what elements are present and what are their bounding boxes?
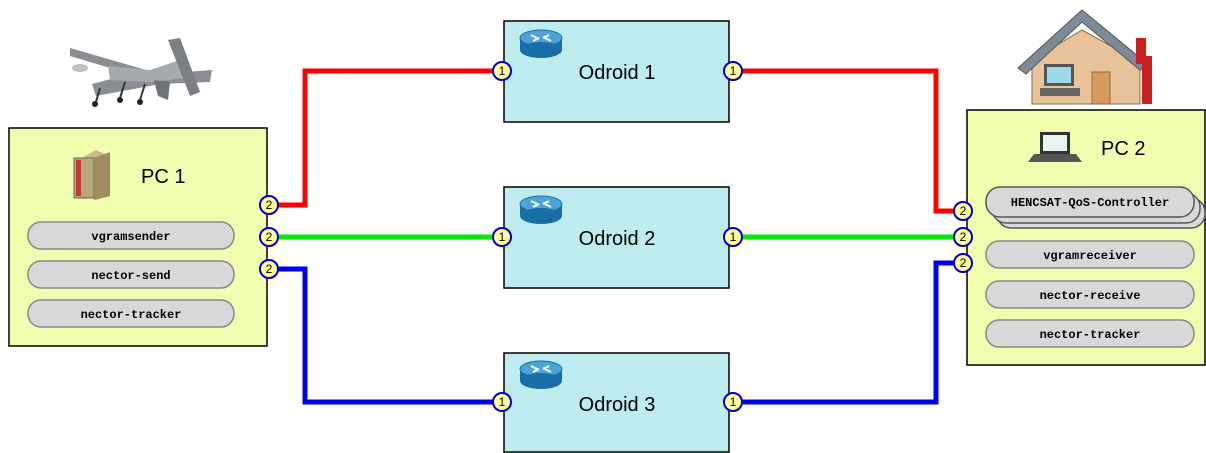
link-red (270, 68, 502, 208)
router-port: 1 (723, 392, 743, 412)
router-odroid-3: Odroid 3 (503, 352, 730, 453)
pc1-app-pill[interactable] (27, 221, 235, 250)
pc2-app-pill[interactable] (985, 280, 1195, 309)
pc2-port: 2 (953, 201, 973, 221)
svg-text:1: 1 (499, 395, 506, 409)
pc2-port: 2 (953, 253, 973, 273)
pc2-app-label: nector-receive (1040, 289, 1141, 303)
router-port: 1 (492, 227, 512, 247)
router-label: Odroid 1 (579, 62, 656, 84)
controller-label: HENCSAT-QoS-Controller (1011, 196, 1169, 210)
controller-stack[interactable]: HENCSAT-QoS-Controller (985, 186, 1206, 229)
svg-text:2: 2 (960, 204, 967, 218)
router-label: Odroid 3 (579, 394, 656, 416)
svg-text:2: 2 (266, 262, 273, 276)
link-blue (270, 266, 502, 405)
svg-text:1: 1 (730, 395, 737, 409)
pc1-port: 2 (259, 259, 279, 279)
svg-text:2: 2 (960, 230, 967, 244)
laptop-icon (1028, 132, 1082, 162)
pc1-app-pill[interactable] (27, 299, 235, 328)
pc1-port: 2 (259, 195, 279, 215)
pc1-app-label: nector-send (91, 269, 170, 283)
pc1-box: PC 1 vgramsender nector-send nector-trac… (8, 127, 268, 347)
router-icon (519, 195, 563, 224)
router-icon (519, 29, 563, 58)
router-odroid-2: Odroid 2 (503, 186, 730, 289)
svg-text:1: 1 (499, 230, 506, 244)
router-port: 1 (492, 61, 512, 81)
pc1-title: PC 1 (141, 166, 185, 188)
svg-text:1: 1 (730, 230, 737, 244)
svg-text:2: 2 (266, 198, 273, 212)
pc2-app-label: nector-tracker (1040, 328, 1141, 342)
router-port: 1 (723, 61, 743, 81)
drone-icon (70, 38, 212, 107)
svg-text:2: 2 (960, 256, 967, 270)
server-icon (73, 150, 110, 200)
pc2-title: PC 2 (1101, 138, 1145, 160)
pc1-app-pill[interactable] (27, 260, 235, 289)
house-icon (1017, 9, 1152, 105)
svg-text:1: 1 (730, 64, 737, 78)
router-icon (519, 360, 563, 389)
pc1-app-label: vgramsender (91, 230, 170, 244)
router-port: 1 (492, 392, 512, 412)
pc2-app-pill[interactable] (985, 319, 1195, 348)
pc2-app-label: vgramreceiver (1043, 249, 1137, 263)
router-port: 1 (723, 227, 743, 247)
link-red-right (733, 68, 963, 214)
svg-text:1: 1 (499, 64, 506, 78)
pc1-app-label: nector-tracker (81, 308, 182, 322)
pc2-port: 2 (953, 227, 973, 247)
pc1-port: 2 (259, 227, 279, 247)
pc2-box: PC 2 HENCSAT-QoS-Controller vgramreceive… (966, 109, 1206, 366)
router-label: Odroid 2 (579, 228, 656, 250)
router-odroid-1: Odroid 1 (503, 20, 730, 123)
link-blue-right (733, 260, 963, 405)
pc2-app-pill[interactable] (985, 240, 1195, 269)
svg-text:2: 2 (266, 230, 273, 244)
